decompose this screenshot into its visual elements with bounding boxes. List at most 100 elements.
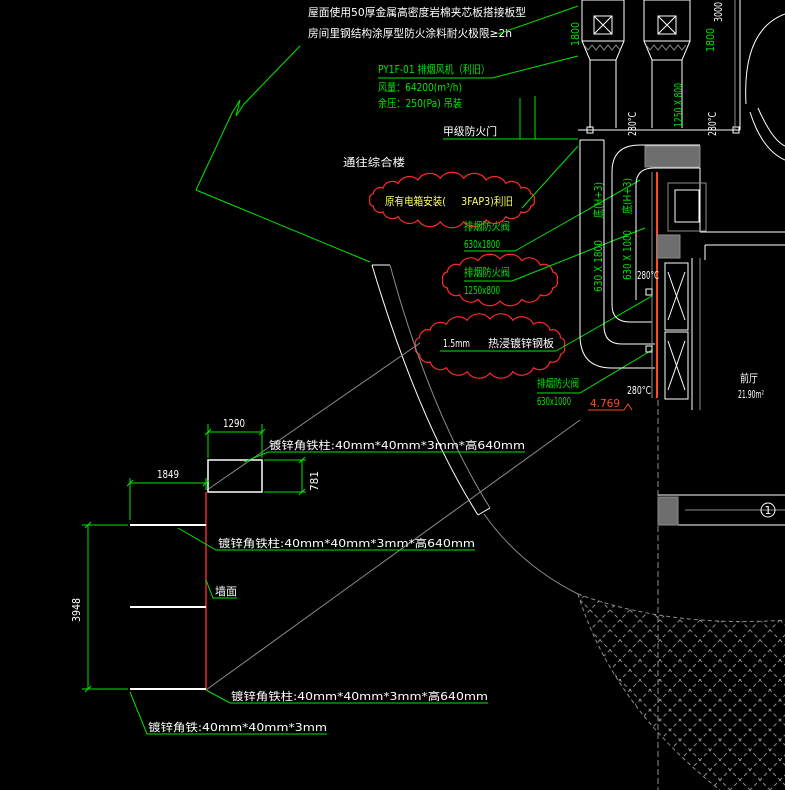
revision-cloud-steel: 1.5mm 热浸镀锌钢板 xyxy=(414,295,653,379)
dim-height-ticks xyxy=(298,456,306,496)
duct-left-elevation: 底(H+3) xyxy=(591,182,605,218)
roof-note-line-1: 屋面使用50厚金属高密度岩棉夹芯板搭接板型 xyxy=(308,5,526,19)
hatch-line xyxy=(220,580,440,790)
fan-right-size: 1800 xyxy=(704,28,717,52)
hatch-line xyxy=(659,594,785,790)
post-note-bottom: 镀锌角铁柱:40mm*40mm*3mm*高640mm xyxy=(231,689,488,703)
hatch-line xyxy=(320,580,540,790)
duct-elbow-inner xyxy=(603,140,655,345)
elevation-mark: 4.769 xyxy=(590,397,620,410)
hatch-line xyxy=(578,594,621,790)
damper-label-3: 排烟防火阀 630x1000 xyxy=(537,349,653,408)
damper-low-temp: 280°C xyxy=(627,384,651,397)
cloud-outline-damper-2 xyxy=(441,253,559,307)
riser-box xyxy=(644,145,701,168)
hatch-line xyxy=(578,594,761,790)
duct-labels: 1800 1800 3000 280°C 1250 X 800 280°C 底(… xyxy=(569,2,725,292)
building-walls: 1 前厅 21.90m² xyxy=(578,0,785,790)
hatch-line xyxy=(679,594,785,790)
fan-right-flex-connector xyxy=(645,44,687,51)
duct-2-lower xyxy=(611,304,652,323)
revision-cloud-panel: 原有电箱安装( 3FAP3)利旧 xyxy=(369,145,579,229)
hatch-line xyxy=(578,594,781,790)
hatch-line xyxy=(200,580,420,790)
damper-3-leader xyxy=(579,349,653,394)
fan-right-symbol xyxy=(657,15,677,35)
hatch-line xyxy=(160,580,380,790)
post-note-top: 镀锌角铁柱:40mm*40mm*3mm*高640mm xyxy=(269,438,525,452)
dim-top-value: 1290 xyxy=(223,417,245,430)
hatch-line xyxy=(639,594,785,790)
hatch-boundary-upper xyxy=(577,593,785,623)
damper-2-leader xyxy=(511,227,646,282)
fan-right-transition xyxy=(643,40,691,61)
fan-airflow: 风量：64200(m³/h) xyxy=(378,81,462,94)
hatch-line xyxy=(340,580,560,790)
post-mid-leader xyxy=(177,527,475,551)
hatch-line xyxy=(240,580,460,790)
fire-damper-upper xyxy=(664,262,689,331)
damper-2-name: 排烟防火阀 xyxy=(464,265,510,279)
equipment-box-inner xyxy=(674,189,700,223)
duct-elbow-outer xyxy=(579,140,655,369)
projection-line-upper xyxy=(206,342,421,491)
hatch-line xyxy=(260,580,480,790)
duct-2-inner xyxy=(635,167,700,300)
fan-left-symbol xyxy=(593,15,613,35)
wall-marker-left xyxy=(586,126,594,134)
grey-column-block xyxy=(656,234,681,259)
room-name: 前厅 xyxy=(740,371,758,385)
damper-marker-upper xyxy=(645,288,653,296)
riser-right-temp: 280°C xyxy=(706,112,719,136)
fire-damper-upper-cross xyxy=(667,271,686,321)
damper-2-size: 1250x800 xyxy=(464,284,500,297)
damper-label-1: 排烟防火阀 630x1800 xyxy=(464,179,641,252)
wall-marker-right xyxy=(732,126,740,134)
hatch-line xyxy=(578,594,621,790)
fan-left-size: 1800 xyxy=(569,22,582,46)
hatch-line xyxy=(578,594,721,790)
hatch-line xyxy=(140,580,360,790)
dim-left-ticks xyxy=(126,479,210,487)
top-right-value: 3000 xyxy=(712,2,725,22)
curved-wall-outer xyxy=(371,264,479,516)
angle-note: 镀锌角铁:40mm*40mm*3mm xyxy=(148,720,327,734)
direction-label: 通往综合楼 xyxy=(343,155,405,169)
post-note-mid: 镀锌角铁柱:40mm*40mm*3mm*高640mm xyxy=(218,536,475,550)
angle-leader xyxy=(129,691,327,735)
post-top-leader xyxy=(243,451,525,463)
fan-units xyxy=(581,0,691,128)
hatch-line xyxy=(579,594,785,790)
hatch-line xyxy=(578,594,681,790)
hatch-line xyxy=(578,594,601,790)
fan-left-transition xyxy=(581,40,625,61)
dim-top-ticks xyxy=(204,428,266,436)
hatch-line xyxy=(578,594,701,790)
revision-cloud-damper-2: 排烟防火阀 1250x800 xyxy=(441,227,646,307)
hatch-line xyxy=(578,594,721,790)
hatch-line xyxy=(719,594,785,790)
hatch-line xyxy=(578,594,581,790)
duct-right-size: 630 X 1000 xyxy=(621,230,634,280)
hatch-line xyxy=(578,594,601,790)
post-top-section xyxy=(207,459,263,493)
panel-note: 原有电箱安装( 3FAP3)利旧 xyxy=(385,194,513,208)
top-notes: 屋面使用50厚金属高密度岩棉夹芯板搭接板型 房间里钢结构涂厚型防火涂料耐火极限≥… xyxy=(195,5,579,263)
stair-arc-lower-b xyxy=(757,107,785,147)
hatch-line xyxy=(578,594,741,790)
hatch-line xyxy=(280,580,500,790)
hatch-line xyxy=(578,594,641,790)
hatch-line xyxy=(320,580,540,790)
note-leader xyxy=(497,5,579,35)
steel-thickness: 1.5mm xyxy=(443,337,470,350)
hatch-line xyxy=(200,580,420,790)
fan-left-cross xyxy=(593,15,613,35)
fan-right-housing xyxy=(643,0,691,42)
hatch-line xyxy=(578,594,701,790)
hatch-line xyxy=(300,580,520,790)
damper-mid-temp: 280°C xyxy=(637,269,659,282)
grid-mark-label: 1 xyxy=(765,504,772,517)
hatch-line xyxy=(160,580,380,790)
door-label-group: 甲级防火门 xyxy=(443,96,578,140)
projection-line-lower xyxy=(205,419,581,691)
